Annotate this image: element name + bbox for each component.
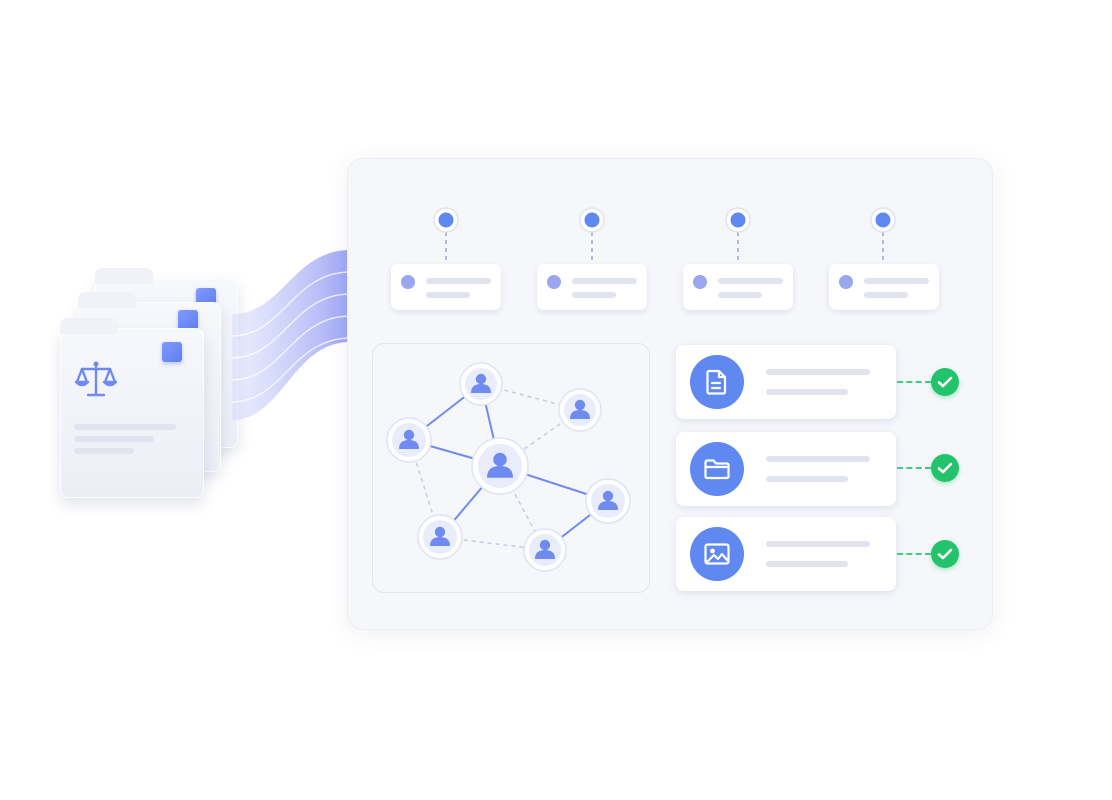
folder-front [60, 318, 204, 498]
check-connector [897, 381, 931, 383]
check-icon [931, 540, 959, 568]
timeline-step-card [683, 264, 793, 310]
file-icon-circle [690, 527, 744, 581]
timeline-step-card [391, 264, 501, 310]
step-dot [401, 275, 415, 289]
step-dot [547, 275, 561, 289]
folder-tab-marker [162, 342, 182, 362]
file-card-image [676, 517, 896, 591]
file-icon-circle [690, 442, 744, 496]
check-icon [931, 368, 959, 396]
document-icon [706, 369, 727, 395]
file-icon-circle [690, 355, 744, 409]
data-flow-ribbons [232, 250, 349, 420]
timeline-step-card [537, 264, 647, 310]
folder-text-line [74, 424, 176, 430]
file-card-folder [676, 432, 896, 506]
check-connector [897, 467, 931, 469]
scales-of-justice-icon [74, 361, 118, 397]
check-connector [897, 553, 931, 555]
step-dot [839, 275, 853, 289]
image-icon [704, 543, 730, 565]
network-graph-box [372, 343, 650, 593]
step-dot [693, 275, 707, 289]
check-icon [931, 454, 959, 482]
file-card-document [676, 345, 896, 419]
folder-text-line [74, 448, 134, 454]
folder-tab-marker [178, 310, 198, 330]
timeline-step-card [829, 264, 939, 310]
folder-icon [704, 459, 730, 480]
folder-text-line [74, 436, 154, 442]
